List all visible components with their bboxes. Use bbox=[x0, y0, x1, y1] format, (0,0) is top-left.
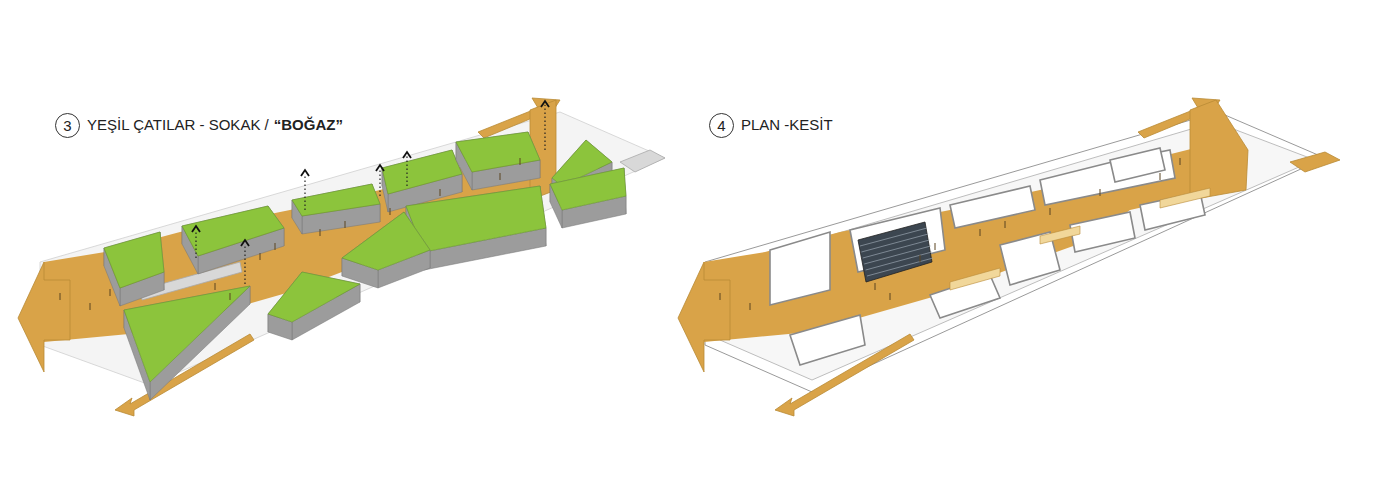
direction-arrow bbox=[678, 262, 730, 372]
room-wall bbox=[1110, 148, 1165, 182]
dotted-arrow bbox=[195, 230, 196, 258]
room-wall bbox=[950, 186, 1035, 228]
dotted-arrow bbox=[379, 169, 380, 196]
person-figure bbox=[1160, 173, 1161, 180]
arrow-head bbox=[376, 165, 384, 171]
heading-text: YEŞİL ÇATILAR - SOKAK / bbox=[87, 116, 269, 134]
person-figure bbox=[920, 255, 921, 262]
direction-arrow bbox=[1290, 152, 1340, 172]
green-roof bbox=[268, 272, 360, 322]
arrow-head bbox=[541, 101, 549, 107]
person-figure bbox=[1100, 189, 1101, 196]
dotted-arrow bbox=[544, 105, 545, 150]
green-roof bbox=[124, 286, 250, 382]
heading-text: “BOĞAZ” bbox=[274, 116, 343, 134]
stair bbox=[1160, 188, 1210, 208]
room-wall bbox=[770, 232, 830, 305]
person-figure bbox=[320, 229, 321, 236]
green-roof bbox=[382, 150, 462, 194]
green-roof bbox=[182, 206, 284, 256]
person-figure bbox=[500, 173, 501, 180]
person-figure bbox=[275, 243, 276, 250]
stair bbox=[950, 268, 1000, 290]
person-figure bbox=[750, 303, 751, 310]
person-figure bbox=[345, 221, 346, 228]
person-figure bbox=[440, 189, 441, 196]
person-figure bbox=[260, 253, 261, 260]
green-roof bbox=[550, 168, 626, 210]
plan-section-axonometric bbox=[678, 98, 1340, 416]
green-roof-axonometric bbox=[18, 98, 665, 416]
step-number: 4 bbox=[717, 118, 725, 133]
room-wall bbox=[790, 315, 865, 365]
step-number: 3 bbox=[63, 118, 71, 133]
person-figure bbox=[875, 283, 876, 290]
heading-text: PLAN -KESİT bbox=[741, 116, 833, 134]
dotted-arrow bbox=[304, 174, 305, 210]
person-figure bbox=[935, 243, 936, 250]
direction-arrow bbox=[18, 262, 70, 372]
person-figure bbox=[890, 293, 891, 300]
person-figure bbox=[230, 293, 231, 300]
street-boghaz bbox=[44, 100, 552, 342]
step-number-circle: 4 bbox=[709, 113, 734, 138]
tower-wall bbox=[1190, 100, 1248, 200]
arrow-head bbox=[403, 152, 411, 158]
green-roof bbox=[406, 186, 546, 252]
person-figure bbox=[60, 293, 61, 300]
person-figure bbox=[215, 283, 216, 290]
seat-row bbox=[867, 258, 933, 276]
dotted-arrow bbox=[406, 156, 407, 186]
step-number-circle: 3 bbox=[55, 113, 80, 138]
ramp-wall bbox=[620, 150, 665, 172]
person-figure bbox=[1005, 221, 1006, 228]
dotted-arrow bbox=[244, 244, 245, 284]
person-figure bbox=[90, 303, 91, 310]
person-figure bbox=[980, 229, 981, 236]
arrow-head bbox=[301, 170, 309, 176]
green-roof bbox=[342, 212, 430, 270]
arrow-head bbox=[192, 226, 200, 232]
street-floor bbox=[704, 100, 1240, 342]
green-roof bbox=[456, 132, 540, 172]
person-figure bbox=[1180, 158, 1181, 165]
person-figure bbox=[520, 158, 521, 165]
person-figure bbox=[110, 289, 111, 296]
stair bbox=[1040, 226, 1080, 244]
person-figure bbox=[720, 293, 721, 300]
person-figure bbox=[1050, 208, 1051, 215]
arrow-head bbox=[241, 240, 249, 246]
green-roof bbox=[104, 232, 164, 288]
person-figure bbox=[390, 208, 391, 215]
auditorium-seating bbox=[858, 222, 932, 282]
